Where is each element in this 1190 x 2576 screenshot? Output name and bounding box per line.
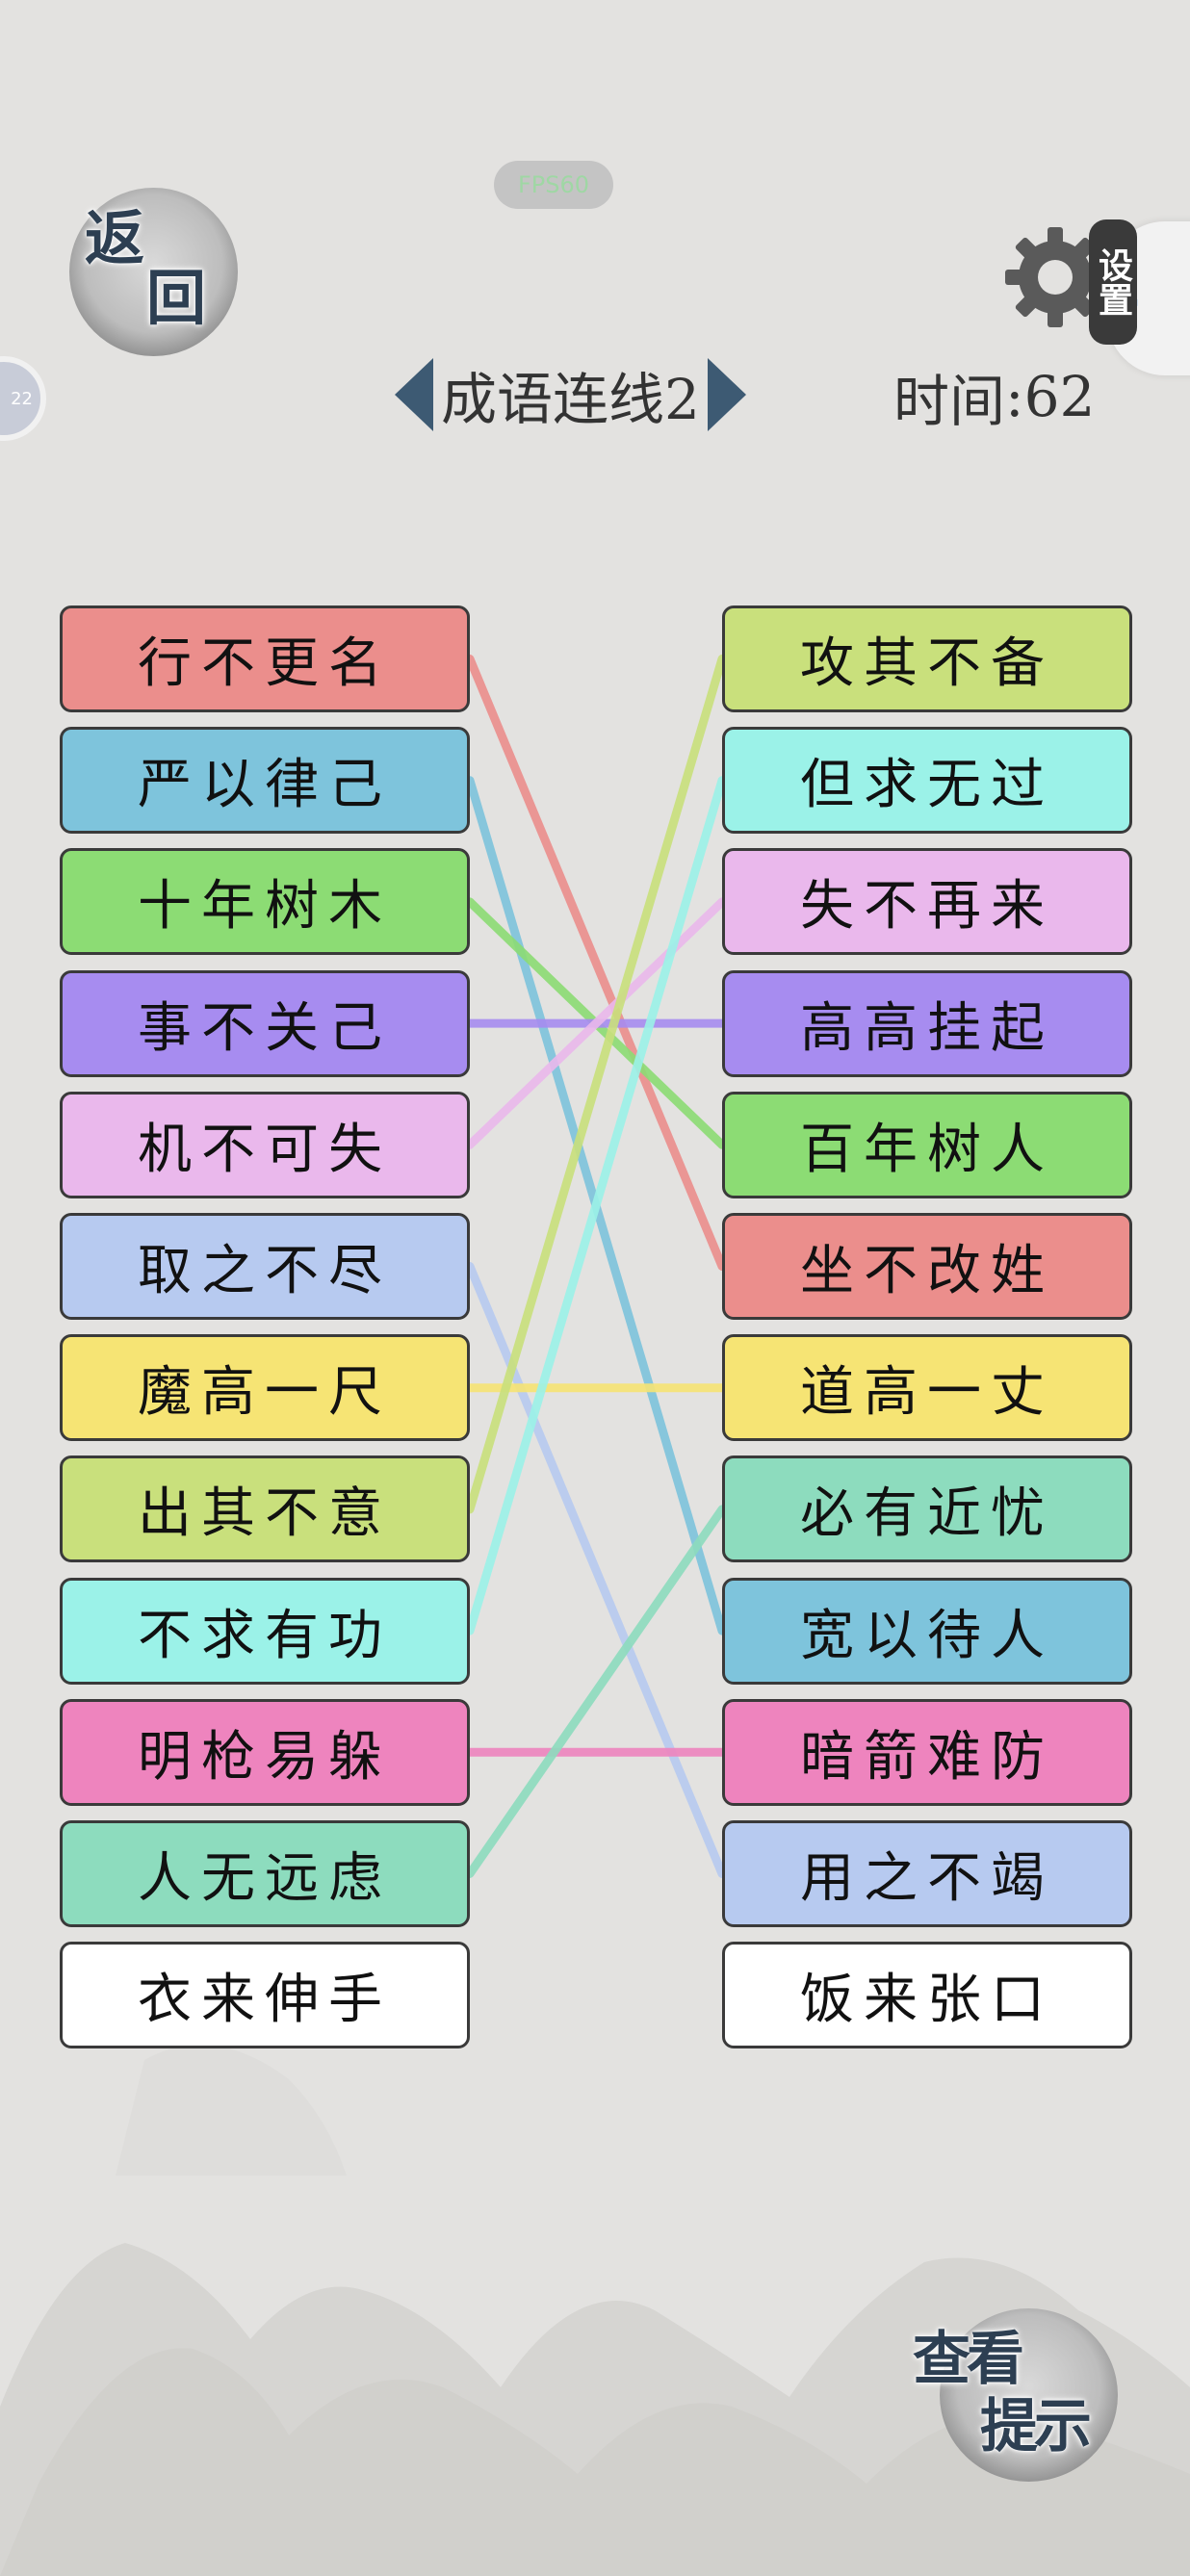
- right-idiom-text: 必有近忧: [800, 1482, 1054, 1546]
- gear-icon: [1005, 227, 1105, 327]
- connection-line: [465, 655, 727, 1514]
- right-idiom-card[interactable]: 但求无过: [722, 727, 1132, 835]
- settings-button[interactable]: 设置: [997, 219, 1190, 374]
- right-idiom-text: 高高挂起: [800, 996, 1054, 1060]
- right-idiom-card[interactable]: 坐不改姓: [722, 1213, 1132, 1320]
- left-idiom-text: 行不更名: [138, 632, 392, 695]
- left-idiom-card[interactable]: 十年树木: [60, 848, 470, 956]
- left-idiom-card[interactable]: 事不关己: [60, 969, 470, 1077]
- right-idiom-card[interactable]: 用之不竭: [722, 1820, 1132, 1927]
- hint-button[interactable]: 查看 提示: [913, 2301, 1125, 2488]
- left-idiom-text: 取之不尽: [138, 1240, 392, 1302]
- right-idiom-text: 百年树人: [800, 1118, 1054, 1181]
- timer-label: 时间: [893, 369, 1006, 434]
- right-idiom-card[interactable]: 高高挂起: [722, 969, 1132, 1077]
- left-idiom-text: 事不关己: [138, 996, 392, 1060]
- left-idiom-card[interactable]: 机不可失: [60, 1091, 470, 1198]
- side-badge-text: 22: [11, 388, 33, 409]
- back-label-2: 回: [146, 263, 207, 333]
- next-level-arrow-icon[interactable]: [707, 358, 746, 431]
- level-title: 成语连线2: [441, 367, 700, 432]
- right-idiom-card[interactable]: 百年树人: [722, 1091, 1132, 1198]
- right-idiom-text: 坐不改姓: [800, 1240, 1054, 1302]
- fps-counter: FPS60: [494, 161, 613, 209]
- prev-level-arrow-icon[interactable]: [395, 358, 433, 431]
- right-idiom-card[interactable]: 饭来张口: [722, 1942, 1132, 2049]
- right-idiom-text: 饭来张口: [800, 1969, 1054, 2032]
- level-selector: 成语连线2: [395, 356, 746, 433]
- left-idiom-card[interactable]: 魔高一尺: [60, 1334, 470, 1442]
- left-idiom-card[interactable]: 衣来伸手: [60, 1942, 470, 2049]
- left-idiom-text: 十年树木: [138, 875, 392, 939]
- ink-circle-icon: [940, 2308, 1118, 2482]
- connection-line: [465, 1505, 727, 1878]
- connection-line: [465, 1262, 727, 1878]
- right-idiom-text: 用之不竭: [800, 1847, 1054, 1910]
- left-idiom-text: 魔高一尺: [138, 1361, 392, 1425]
- left-idiom-card[interactable]: 人无远虑: [60, 1820, 470, 1927]
- right-idiom-text: 攻其不备: [800, 632, 1054, 695]
- left-idiom-card[interactable]: 不求有功: [60, 1577, 470, 1685]
- connection-line: [465, 655, 727, 1271]
- right-idiom-card[interactable]: 必有近忧: [722, 1455, 1132, 1563]
- left-idiom-text: 衣来伸手: [138, 1969, 392, 2032]
- left-idiom-card[interactable]: 明枪易躲: [60, 1698, 470, 1806]
- left-idiom-card[interactable]: 出其不意: [60, 1455, 470, 1563]
- ink-circle-icon: [69, 188, 238, 356]
- left-idiom-text: 人无远虑: [138, 1847, 392, 1910]
- left-idiom-text: 不求有功: [138, 1604, 392, 1667]
- right-idiom-text: 宽以待人: [800, 1604, 1054, 1667]
- timer: 时间 : 62: [893, 358, 1095, 435]
- hint-label-1: 查看: [913, 2326, 1024, 2393]
- left-idiom-card[interactable]: 严以律己: [60, 727, 470, 835]
- hint-label-2: 提示: [980, 2393, 1092, 2460]
- timer-separator: :: [1005, 364, 1024, 429]
- left-idiom-text: 明枪易躲: [138, 1725, 392, 1789]
- right-idiom-text: 但求无过: [800, 754, 1054, 817]
- connection-line: [465, 897, 727, 1149]
- right-idiom-card[interactable]: 宽以待人: [722, 1577, 1132, 1685]
- settings-label: 设置: [1089, 219, 1137, 345]
- mountain-background: [0, 2045, 1190, 2576]
- back-label-1: 返: [85, 203, 145, 273]
- right-idiom-text: 道高一丈: [800, 1361, 1054, 1425]
- left-idiom-text: 出其不意: [138, 1482, 392, 1546]
- right-idiom-text: 失不再来: [800, 875, 1054, 939]
- right-idiom-text: 暗箭难防: [800, 1725, 1054, 1789]
- right-idiom-card[interactable]: 失不再来: [722, 848, 1132, 956]
- right-idiom-card[interactable]: 暗箭难防: [722, 1698, 1132, 1806]
- connection-line: [465, 776, 727, 1636]
- connection-line: [465, 897, 727, 1149]
- timer-value: 62: [1023, 364, 1096, 429]
- left-idiom-card[interactable]: 取之不尽: [60, 1213, 470, 1320]
- left-idiom-text: 严以律己: [138, 754, 392, 817]
- right-idiom-card[interactable]: 道高一丈: [722, 1334, 1132, 1442]
- connection-line: [465, 776, 727, 1636]
- left-idiom-text: 机不可失: [138, 1118, 392, 1181]
- side-badge[interactable]: 22: [0, 356, 46, 441]
- back-button[interactable]: 返 回: [69, 188, 238, 356]
- right-idiom-card[interactable]: 攻其不备: [722, 605, 1132, 712]
- left-idiom-card[interactable]: 行不更名: [60, 605, 470, 712]
